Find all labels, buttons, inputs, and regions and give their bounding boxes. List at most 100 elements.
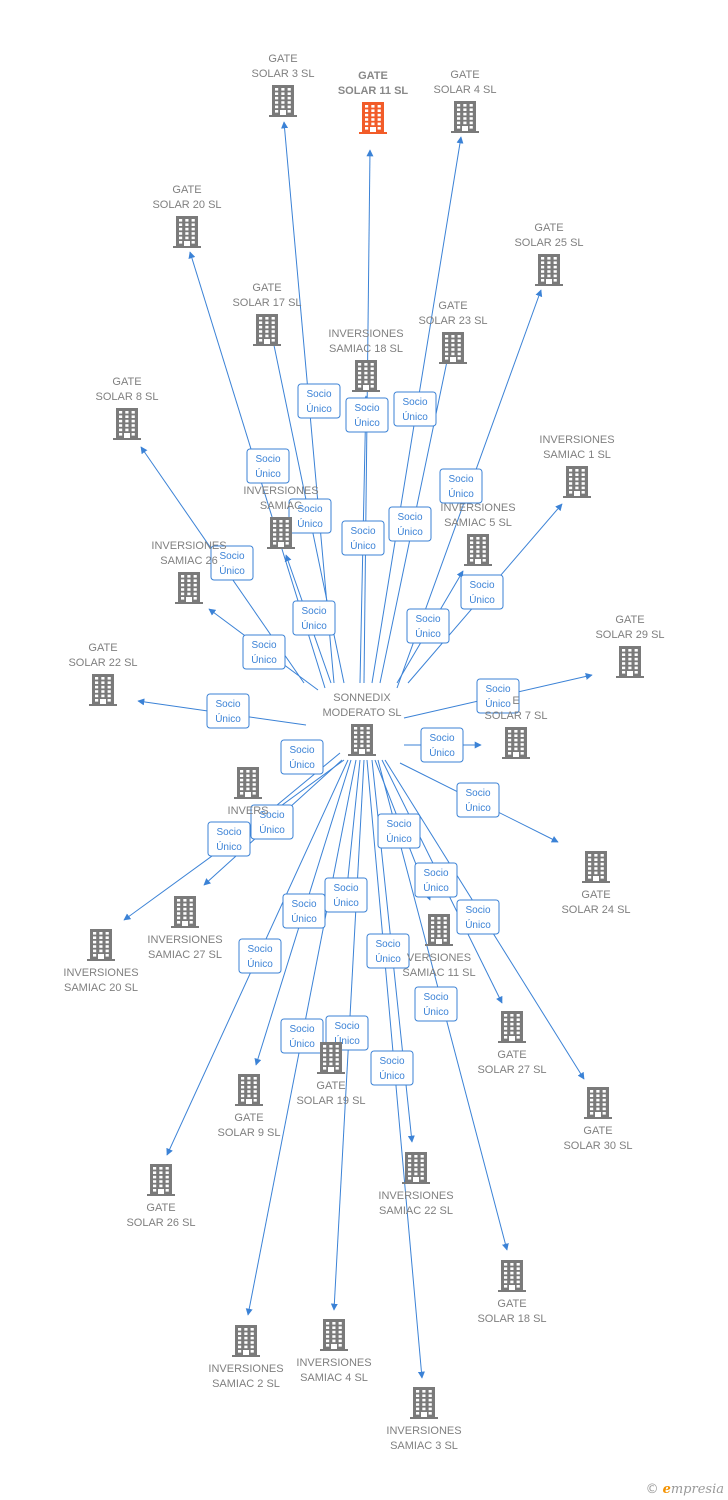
edge-label-text: Socio <box>386 819 411 830</box>
company-node-isy[interactable]: INVERS <box>228 767 269 817</box>
building-window <box>451 352 455 356</box>
company-name-line: SOLAR 27 SL <box>477 1064 546 1076</box>
building-window <box>416 1412 420 1415</box>
building-window <box>95 685 99 689</box>
edge-label-text: Socio <box>429 733 454 744</box>
building-window <box>259 334 263 338</box>
building-window <box>508 730 512 733</box>
building-window <box>177 921 181 924</box>
company-name-line: SAMIAC 27 SL <box>148 949 222 961</box>
edge-label-box <box>345 397 389 433</box>
building-window <box>99 945 103 948</box>
building-window <box>451 343 455 347</box>
building-door <box>513 752 519 757</box>
building-base <box>171 926 199 928</box>
building-icon <box>113 408 141 440</box>
building-window <box>125 415 129 418</box>
building-window <box>553 265 557 269</box>
building-window <box>241 1090 245 1093</box>
building-icon <box>359 102 387 134</box>
footer-credit[interactable]: ©empresia <box>646 1482 724 1497</box>
building-window <box>179 219 183 222</box>
building-window <box>250 1345 254 1349</box>
building-window <box>125 424 129 427</box>
building-window <box>183 899 187 902</box>
building-icon <box>89 674 117 706</box>
building-base <box>498 1041 526 1043</box>
building-base <box>234 797 262 799</box>
building-window <box>287 105 291 109</box>
building-window <box>193 592 197 596</box>
building-window <box>520 743 524 746</box>
building-window <box>581 477 585 481</box>
copyright-symbol: © <box>645 1482 659 1497</box>
building-window <box>364 376 368 379</box>
building-window <box>569 486 573 490</box>
building-base <box>317 1072 345 1074</box>
edge-label-text: Único <box>215 712 241 725</box>
building-window <box>287 88 291 91</box>
